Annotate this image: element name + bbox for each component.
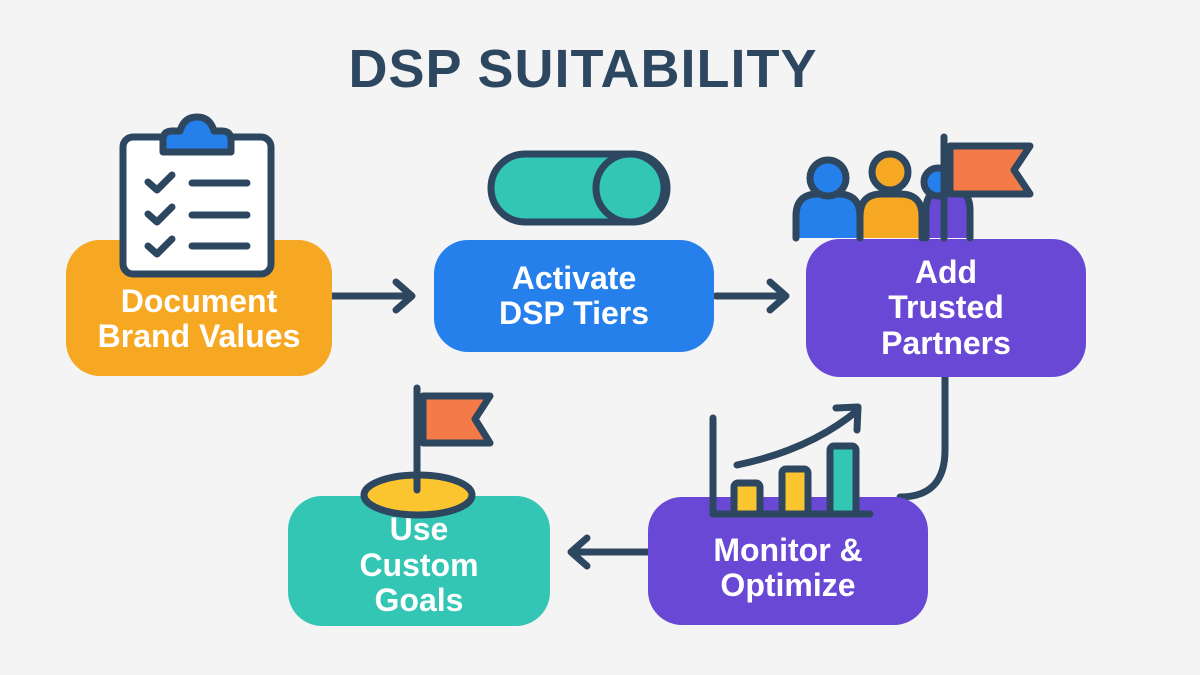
- people-flag-icon: [792, 133, 1034, 242]
- person-blue-icon: [792, 156, 864, 242]
- flag-icon: [419, 392, 494, 447]
- goal-flag-icon: [360, 384, 494, 519]
- step-add-trusted-partners: Add Trusted Partners: [806, 239, 1086, 377]
- arrow-monitor-to-goals: [567, 534, 652, 570]
- arrow-activate-to-partners: [712, 278, 790, 314]
- connector-partners-to-monitor: [896, 368, 949, 501]
- step-label-line: Document: [120, 282, 278, 319]
- step-label-line: Trusted: [888, 289, 1004, 326]
- step-use-custom-goals: Use Custom Goals: [288, 496, 550, 626]
- step-label-line: Brand Values: [97, 317, 301, 354]
- step-label-line: Custom: [359, 546, 479, 583]
- toggle-switch-icon: [487, 150, 671, 226]
- step-label-line: Partners: [881, 324, 1011, 361]
- step-label-line: Goals: [374, 581, 464, 618]
- clipboard-checklist-icon: [119, 113, 275, 278]
- step-monitor-optimize: Monitor & Optimize: [648, 497, 928, 625]
- flag-icon: [946, 142, 1034, 198]
- bar-chart-trend-icon: [709, 403, 874, 518]
- step-activate-dsp-tiers: Activate DSP Tiers: [434, 240, 714, 352]
- step-label-line: Add: [914, 254, 978, 291]
- step-label-line: Monitor &: [713, 531, 863, 568]
- page-title: DSP SUITABILITY: [348, 39, 818, 99]
- person-orange-icon: [856, 150, 926, 242]
- step-label-line: Activate: [511, 259, 637, 296]
- step-label-line: Optimize: [720, 566, 856, 603]
- step-label-line: DSP Tiers: [498, 295, 649, 331]
- arrow-document-to-activate: [328, 278, 416, 314]
